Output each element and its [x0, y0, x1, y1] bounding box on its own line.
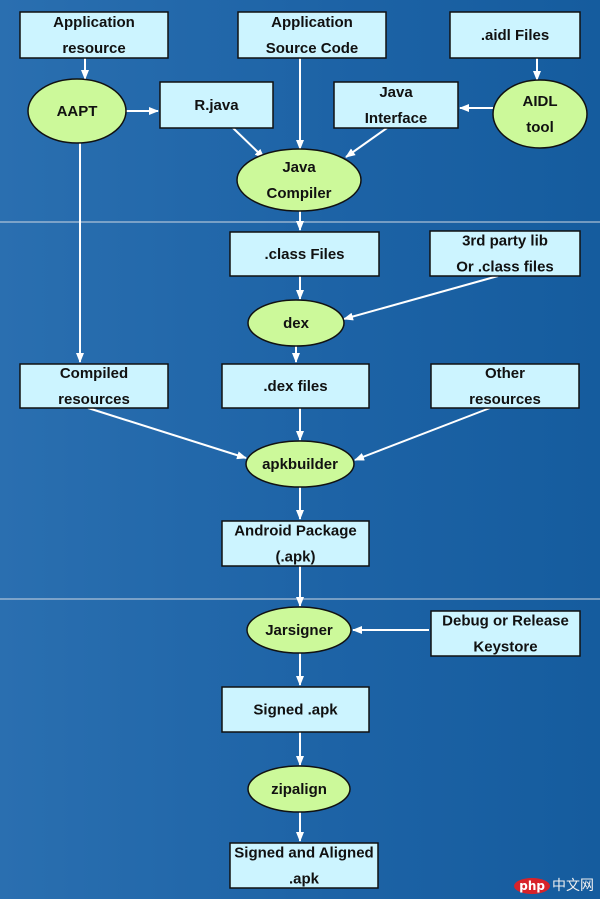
app-res-box: [19, 11, 169, 59]
android-pkg-box: [221, 520, 370, 567]
dex-files-label-line-1: .dex files: [263, 378, 327, 395]
node-signed-apk: Signed .apk: [221, 686, 370, 733]
arrow-third-party-to-dex: [343, 275, 499, 321]
signed-apk-box: [221, 686, 370, 733]
aidl-tool-ellipse: [492, 79, 588, 149]
compiled-res-label-line-2: resources: [58, 391, 130, 408]
node-compiled-res: Compiled resources: [19, 363, 169, 409]
app-src-label-line-1: Application: [271, 14, 353, 31]
class-files-label-line-1: .class Files: [264, 246, 344, 263]
aapt-ellipse: [27, 78, 127, 144]
dex-files-box: [221, 363, 370, 409]
node-aidl-files: .aidl Files: [449, 11, 581, 59]
other-res-box: [430, 363, 580, 409]
node-dex-files: .dex files: [221, 363, 370, 409]
php-logo-icon: php: [514, 878, 550, 894]
dex-ellipse: [247, 299, 345, 347]
rjava-box: [159, 81, 274, 129]
compiled-res-label-line-1: Compiled: [60, 365, 128, 382]
app-src-box: [237, 11, 387, 59]
third-party-label-line-1: 3rd party lib: [462, 233, 548, 250]
keystore-box: [430, 610, 581, 657]
node-rjava: R.java: [159, 81, 274, 129]
node-other-res: Other resources: [430, 363, 580, 409]
javac-label-line-1: Java: [282, 159, 316, 176]
aidl-tool-label-line-2: tool: [526, 119, 554, 136]
arrow-rjava-to-javac: [232, 127, 265, 159]
jarsigner-label-line-1: Jarsigner: [265, 622, 333, 639]
aidl-files-box: [449, 11, 581, 59]
third-party-label-line-2: Or .class files: [456, 259, 554, 276]
android-pkg-label-line-2: (.apk): [275, 549, 315, 566]
arrow-compiled-res-to-apkbuilder: [87, 407, 247, 460]
java-iface-label-line-2: Interface: [365, 110, 428, 127]
compiled-res-box: [19, 363, 169, 409]
node-app-res: Application resource: [19, 11, 169, 59]
app-res-label-line-1: Application: [53, 14, 135, 31]
signed-aligned-label-line-2: .apk: [289, 871, 320, 888]
app-res-label-line-2: resource: [62, 40, 125, 57]
keystore-label-line-1: Debug or Release: [442, 613, 569, 630]
rjava-label-line-1: R.java: [194, 97, 239, 114]
other-res-label-line-2: resources: [469, 391, 541, 408]
zipalign-label-line-1: zipalign: [271, 781, 327, 798]
aidl-tool-label-line-1: AIDL: [523, 93, 558, 110]
signed-aligned-label-line-1: Signed and Aligned: [234, 845, 373, 862]
node-third-party: 3rd party lib Or .class files: [429, 230, 581, 277]
java-iface-box: [333, 81, 459, 129]
apkbuilder-ellipse: [245, 440, 355, 488]
watermark-text: 中文网: [552, 878, 594, 894]
signed-aligned-box: [229, 842, 379, 889]
arrow-java-iface-to-javac: [345, 127, 388, 158]
node-apkbuilder: apkbuilder: [245, 440, 355, 488]
class-files-box: [229, 231, 380, 277]
javac-ellipse: [236, 148, 362, 212]
node-class-files: .class Files: [229, 231, 380, 277]
third-party-box: [429, 230, 581, 277]
zipalign-ellipse: [247, 765, 351, 813]
jarsigner-ellipse: [246, 606, 352, 654]
keystore-label-line-2: Keystore: [473, 639, 537, 656]
node-aidl-tool: AIDL tool: [492, 79, 588, 149]
node-signed-aligned: Signed and Aligned .apk: [229, 842, 379, 889]
node-android-pkg: Android Package (.apk): [221, 520, 370, 567]
android-pkg-label-line-1: Android Package: [234, 523, 357, 540]
aapt-label-line-1: AAPT: [57, 103, 98, 120]
node-zipalign: zipalign: [247, 765, 351, 813]
javac-label-line-2: Compiler: [266, 185, 331, 202]
node-aapt: AAPT: [27, 78, 127, 144]
node-jarsigner: Jarsigner: [246, 606, 352, 654]
node-dex: dex: [247, 299, 345, 347]
signed-apk-label-line-1: Signed .apk: [253, 702, 338, 719]
app-src-label-line-2: Source Code: [266, 40, 359, 57]
dex-label-line-1: dex: [283, 315, 310, 332]
java-iface-label-line-1: Java: [379, 84, 413, 101]
arrow-other-res-to-apkbuilder: [354, 407, 491, 461]
apkbuilder-label-line-1: apkbuilder: [262, 456, 338, 473]
other-res-label-line-1: Other: [485, 365, 525, 382]
aidl-files-label-line-1: .aidl Files: [481, 27, 549, 44]
